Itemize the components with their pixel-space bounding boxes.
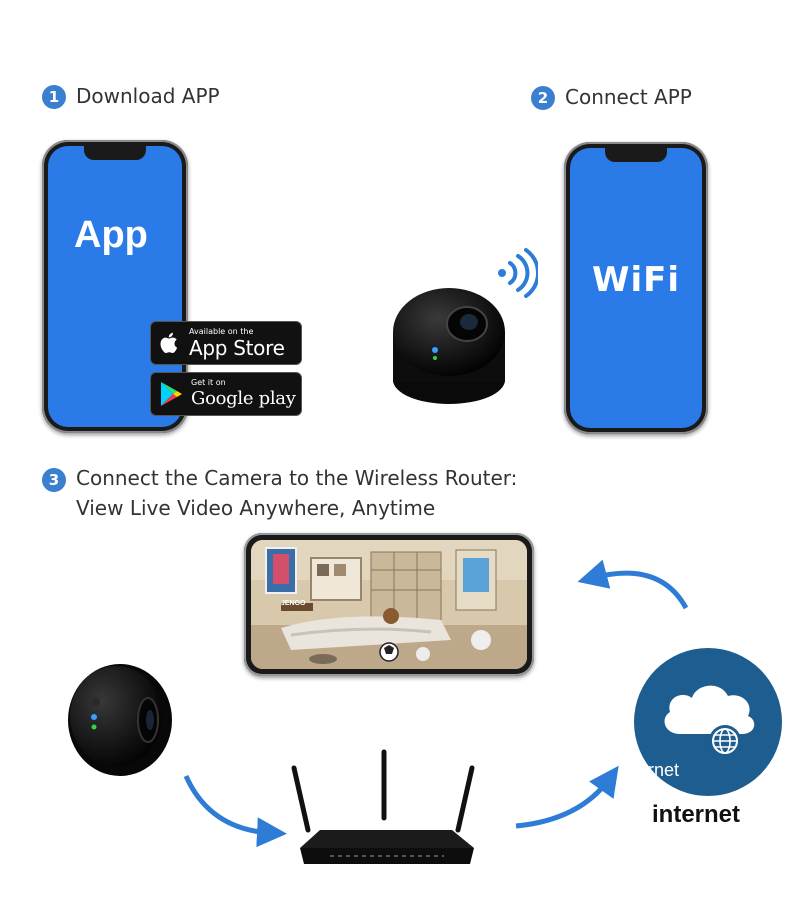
internet-cloud-circle: rnet — [634, 648, 782, 796]
phone-app-screen: App — [48, 146, 182, 427]
step-2-label: Connect APP — [565, 85, 692, 109]
step-2-title: 2 Connect APP — [531, 85, 692, 110]
step-3-line-2: View Live Video Anywhere, Anytime — [76, 496, 436, 520]
arrow-camera-to-router — [183, 774, 287, 848]
cloud-inner-text: rnet — [648, 760, 680, 780]
phone-app: App — [42, 140, 188, 433]
globe-icon — [709, 725, 741, 757]
wifi-screen-text: WiFi — [591, 260, 681, 300]
camera-device-small — [68, 664, 172, 776]
arrow-router-to-cloud — [515, 765, 619, 829]
step-3-title: 3 Connect the Camera to the Wireless Rou… — [42, 466, 517, 523]
camera-device — [393, 288, 505, 404]
google-play-icon — [161, 382, 182, 406]
step-1-label: Download APP — [76, 84, 220, 108]
app-store-small-text: Available on the — [189, 327, 254, 336]
step-1-number: 1 — [42, 85, 66, 109]
phone-notch — [605, 148, 667, 162]
google-play-badge[interactable]: Get it on Google play — [150, 372, 302, 416]
google-play-big-text: Google play — [191, 388, 296, 409]
arrow-cloud-to-phone — [577, 559, 689, 610]
google-play-small-text: Get it on — [191, 378, 226, 387]
step-3-line-1: Connect the Camera to the Wireless Route… — [76, 466, 518, 490]
phone-wifi-screen: WiFi — [570, 148, 702, 428]
apple-icon — [160, 332, 178, 353]
step-3-number: 3 — [42, 468, 66, 492]
phone-notch — [84, 146, 146, 160]
wifi-signal-icon — [498, 248, 538, 298]
app-store-badge[interactable]: Available on the App Store — [150, 321, 302, 365]
app-screen-text: App — [74, 214, 148, 256]
room-sign-text: JENGO — [281, 600, 306, 607]
internet-label: internet — [652, 801, 741, 828]
step-2-number: 2 — [531, 86, 555, 110]
app-store-big-text: App Store — [189, 336, 285, 360]
live-video-screen: JENGO — [251, 540, 527, 669]
room-photo — [251, 540, 527, 669]
phone-live-video: JENGO — [244, 533, 534, 676]
phone-wifi: WiFi — [564, 142, 708, 434]
wireless-router — [291, 749, 475, 864]
cloud-icon — [664, 685, 755, 734]
step-1-title: 1 Download APP — [42, 84, 220, 109]
